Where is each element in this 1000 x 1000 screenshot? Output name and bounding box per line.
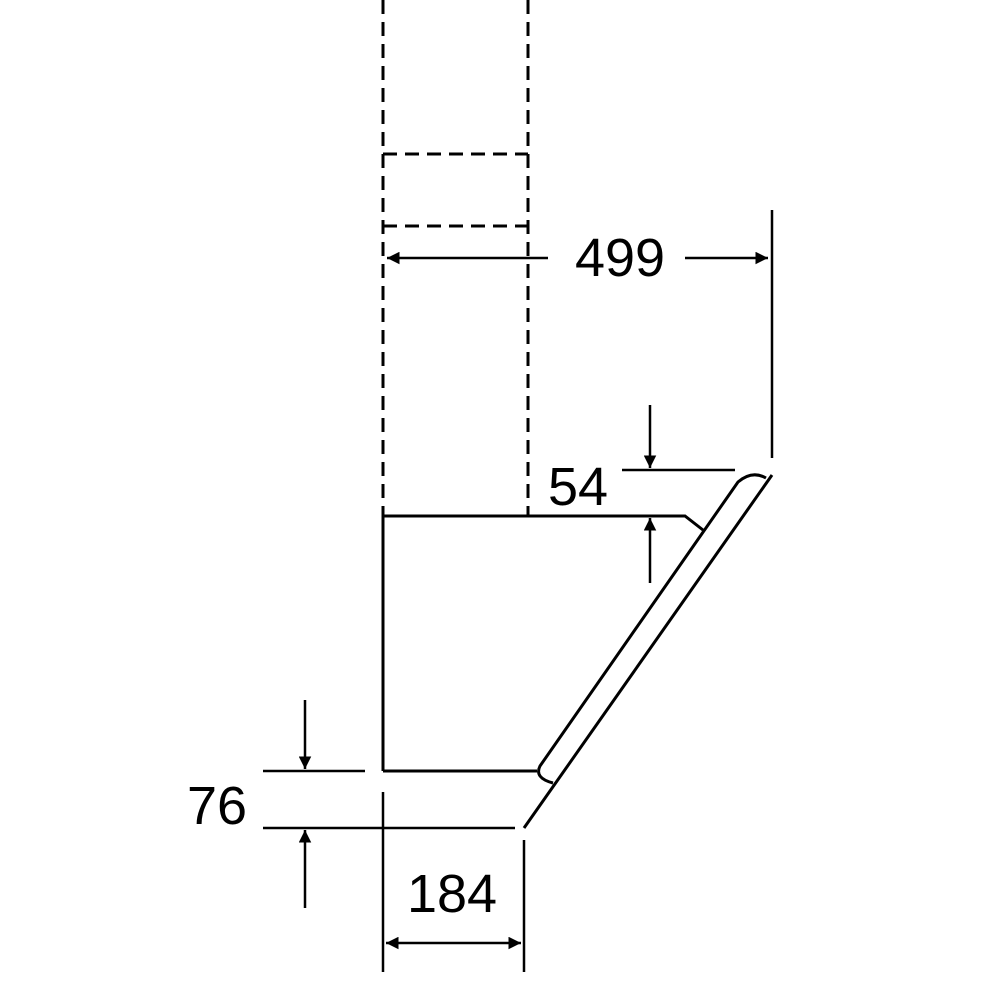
dimension-76: 76 bbox=[187, 700, 515, 908]
chimension-chimney-dashed bbox=[381, 0, 530, 516]
dimension-184: 184 bbox=[381, 792, 526, 972]
dimension-54: 54 bbox=[548, 405, 735, 583]
dimension-label-depth: 184 bbox=[407, 864, 497, 924]
dimension-label-glass-offset: 54 bbox=[548, 457, 608, 517]
glass-panel bbox=[522, 473, 774, 829]
dimension-label-bottom-height: 76 bbox=[187, 776, 247, 836]
dimension-499: 499 bbox=[387, 210, 774, 458]
dimension-label-width: 499 bbox=[575, 228, 665, 288]
hood-body-outline bbox=[381, 514, 704, 773]
